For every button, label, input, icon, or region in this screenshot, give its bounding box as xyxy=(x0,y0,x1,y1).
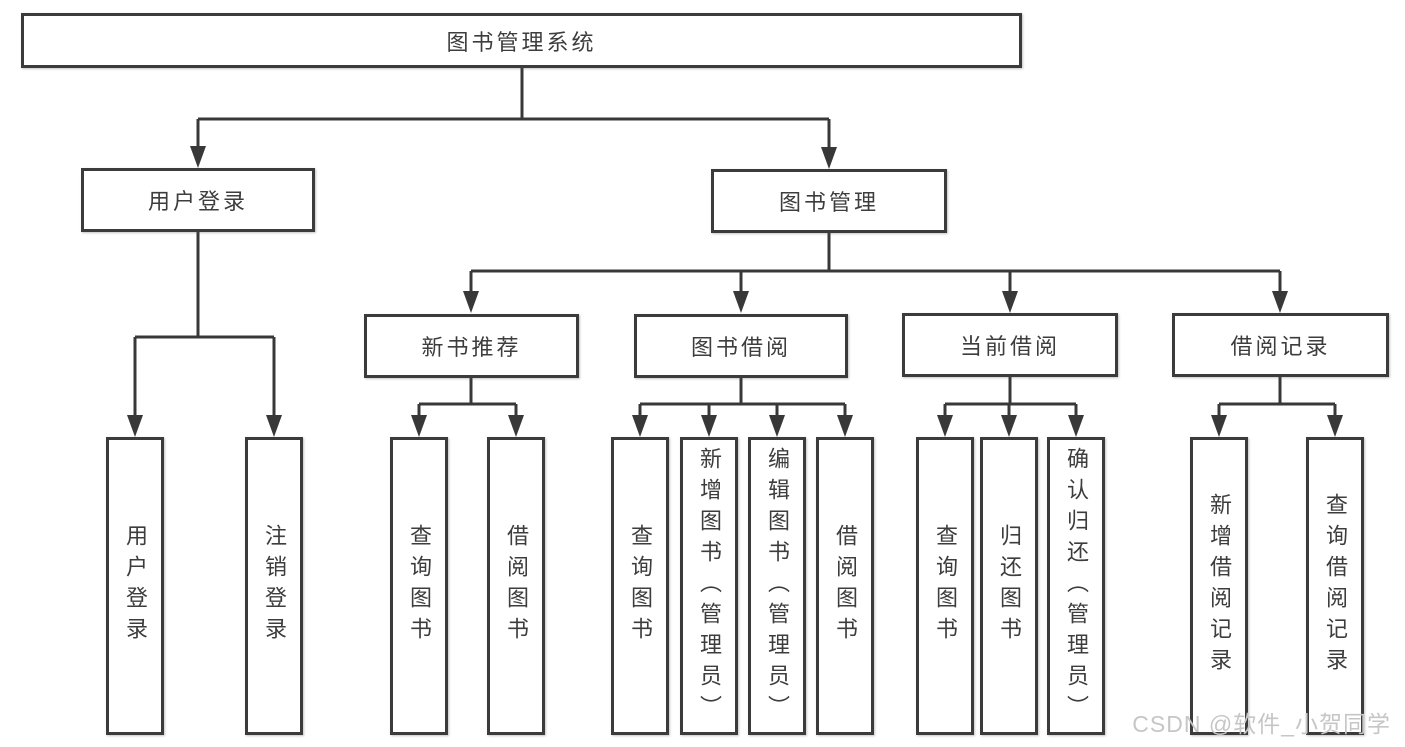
node-book-mgmt: 图书管理 xyxy=(711,169,947,233)
leaf-confirm-return-admin: 确认归还（管理员） xyxy=(1047,437,1105,735)
leaf-query-book-3: 查询图书 xyxy=(916,437,974,735)
leaf-borrow-book-2: 借阅图书 xyxy=(816,437,874,735)
leaf-query-borrow-record: 查询借阅记录 xyxy=(1306,437,1364,735)
leaf-return-book: 归还图书 xyxy=(980,437,1038,735)
node-new-book-recommend: 新书推荐 xyxy=(364,314,579,378)
leaf-edit-book-admin: 编辑图书（管理员） xyxy=(748,437,806,735)
leaf-query-book-1: 查询图书 xyxy=(390,437,448,735)
leaf-borrow-book-1: 借阅图书 xyxy=(487,437,545,735)
leaf-add-borrow-record: 新增借阅记录 xyxy=(1190,437,1248,735)
arrowheads xyxy=(127,146,1343,437)
leaf-user-login: 用户登录 xyxy=(106,437,164,735)
node-book-borrow: 图书借阅 xyxy=(634,314,848,378)
node-user-login: 用户登录 xyxy=(81,168,315,232)
leaf-add-book-admin: 新增图书（管理员） xyxy=(680,437,738,735)
leaf-query-book-2: 查询图书 xyxy=(611,437,669,735)
leaf-logout: 注销登录 xyxy=(245,437,303,735)
node-root: 图书管理系统 xyxy=(21,13,1022,68)
node-current-borrow: 当前借阅 xyxy=(902,313,1118,377)
node-borrow-records: 借阅记录 xyxy=(1172,313,1389,377)
